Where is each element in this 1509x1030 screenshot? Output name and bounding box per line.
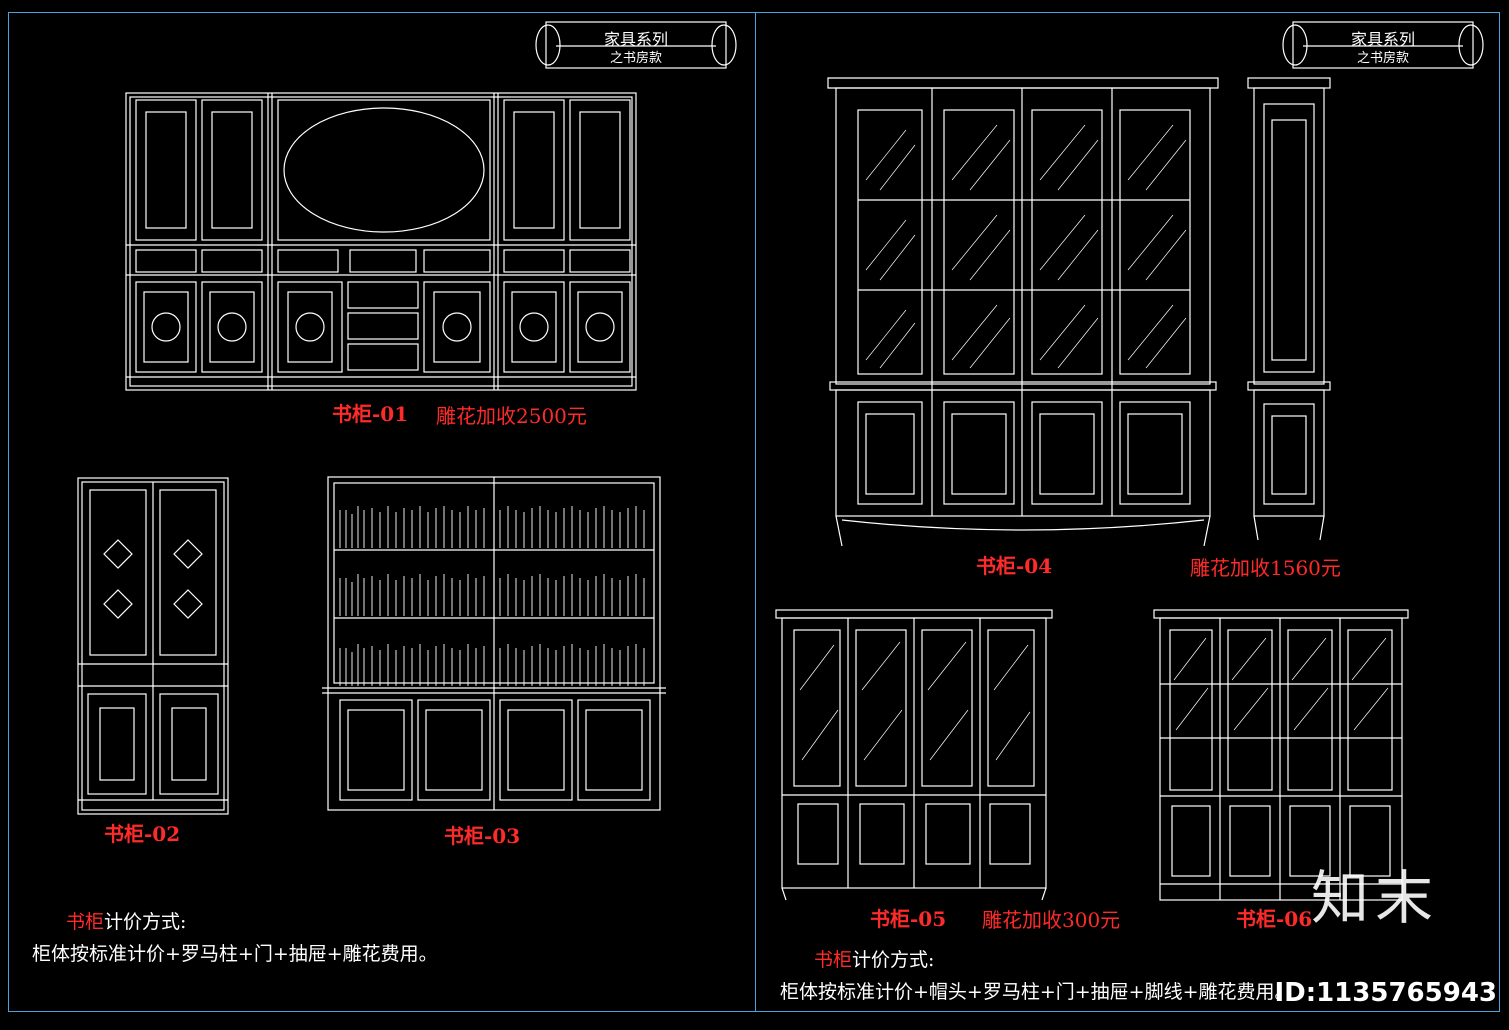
pricing-body: 柜体按标准计价+罗马柱+门+抽屉+雕花费用。: [32, 943, 438, 965]
stamp-frame-left: [535, 21, 737, 69]
right-panel-frame: [755, 12, 1500, 1012]
label-cabinet-06: 书柜-06: [1236, 907, 1313, 931]
label-cabinet-03: 书柜-03: [444, 824, 521, 848]
cabinet-06-drawing: [1153, 609, 1409, 901]
pricing-note-right: 书柜计价方式: 柜体按标准计价+帽头+罗马柱+门+抽屉+脚线+雕花费用。: [780, 944, 1294, 1008]
cabinet-04-glass-hatch: [865, 124, 1187, 369]
cabinet-04-side-column: [1247, 77, 1331, 541]
label-cabinet-04: 书柜-04: [976, 554, 1053, 578]
stamp-series-title: 家具系列: [603, 30, 668, 49]
label-cabinet-05: 书柜-05: [870, 907, 947, 931]
cabinet-05-drawing: [775, 609, 1053, 901]
pricing-heading-rest: 计价方式:: [104, 911, 187, 933]
note-cabinet-05: 雕花加收300元: [982, 908, 1121, 932]
cabinet-03-drawing: [322, 476, 666, 811]
title-stamp-right: 家具系列 之书房款: [1283, 20, 1483, 70]
label-cabinet-01: 书柜-01: [332, 402, 409, 426]
note-cabinet-04: 雕花加收1560元: [1190, 556, 1341, 580]
cabinet-05-glass-hatch: [799, 641, 1031, 761]
title-stamp-left: 家具系列 之书房款: [536, 20, 736, 70]
pricing-heading-red: 书柜: [814, 949, 853, 971]
stamp-series-title: 家具系列: [1350, 30, 1415, 49]
label-cabinet-02: 书柜-02: [104, 822, 181, 846]
stamp-subtitle: 之书房款: [609, 51, 662, 66]
note-cabinet-01: 雕花加收2500元: [436, 404, 587, 428]
pricing-body: 柜体按标准计价+帽头+罗马柱+门+抽屉+脚线+雕花费用。: [780, 981, 1294, 1003]
cabinet-02-drawing: [77, 477, 229, 815]
watermark-id: ID:1135765943: [1274, 978, 1497, 1008]
cabinet-03-books: [339, 506, 645, 686]
cabinet-01-drawing: [125, 92, 637, 391]
stamp-subtitle: 之书房款: [1356, 51, 1409, 66]
cabinet-04-drawing: [827, 77, 1219, 547]
pricing-heading: 书柜计价方式:: [780, 944, 1294, 976]
stamp-frame-right: [1282, 21, 1484, 69]
pricing-note-left: 书柜计价方式: 柜体按标准计价+罗马柱+门+抽屉+雕花费用。: [32, 906, 438, 970]
cabinet-06-glass-hatch: [1173, 637, 1389, 731]
pricing-heading-red: 书柜: [66, 911, 105, 933]
pricing-heading: 书柜计价方式:: [32, 906, 438, 938]
watermark-brand: 知末: [1310, 864, 1439, 932]
pricing-heading-rest: 计价方式:: [852, 949, 935, 971]
